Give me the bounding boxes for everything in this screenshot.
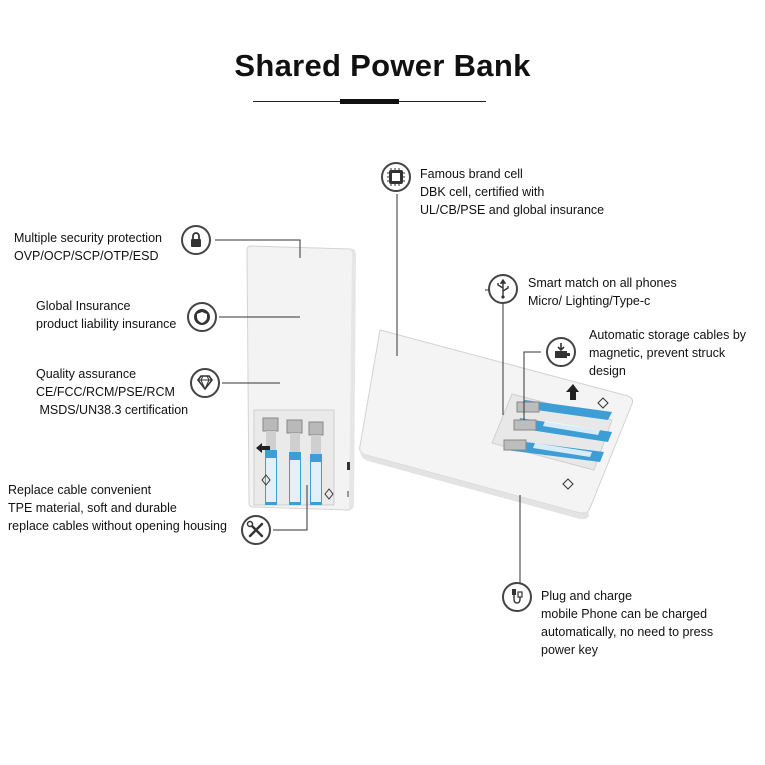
feature-charge-detail-2: automatically, no need to press: [541, 625, 714, 639]
chip-icon: [381, 162, 411, 192]
feature-charge-detail-3: power key: [541, 643, 598, 657]
feature-cable-title: Replace cable convenient: [8, 483, 152, 497]
shield-icon: [187, 302, 217, 332]
feature-match-text: Smart match on all phones Micro/ Lightin…: [528, 274, 677, 310]
magnet-icon: [546, 337, 576, 367]
feature-cable-material: TPE material, soft and durable: [8, 501, 177, 515]
feature-cell-title: Famous brand cell: [420, 167, 523, 181]
feature-quality-title: Quality assurance: [36, 367, 137, 381]
feature-security-title: Multiple security protection: [14, 231, 162, 245]
power-bank-standing: [246, 245, 356, 511]
title-divider-accent: [340, 99, 399, 104]
feature-cell-text: Famous brand cell DBK cell, certified wi…: [420, 165, 604, 219]
feature-cell-detail: UL/CB/PSE and global insurance: [420, 203, 605, 217]
feature-security-text: Multiple security protection OVP/OCP/SCP…: [14, 229, 162, 265]
plug-icon: [502, 582, 532, 612]
feature-storage-text: Automatic storage cables by magnetic, pr…: [589, 326, 746, 380]
diamond-icon: [190, 368, 220, 398]
lock-icon: [181, 225, 211, 255]
feature-match-detail: Micro/ Lighting/Type-c: [528, 294, 651, 308]
feature-insurance-title: Global Insurance: [36, 299, 131, 313]
feature-match-title: Smart match on all phones: [528, 276, 677, 290]
feature-storage-title: Automatic storage cables by: [589, 328, 747, 342]
feature-quality-text: Quality assurance CE/FCC/RCM/PSE/RCM MSD…: [36, 365, 188, 419]
feature-quality-detail: MSDS/UN38.3 certification: [36, 403, 189, 417]
feature-cell-brand: DBK cell, certified with: [420, 185, 545, 199]
feature-charge-text: Plug and charge mobile Phone can be char…: [541, 587, 713, 659]
feature-cable-text: Replace cable convenient TPE material, s…: [8, 481, 227, 535]
page-title: Shared Power Bank: [234, 48, 531, 83]
usb-icon: [488, 274, 518, 304]
feature-insurance-text: Global Insurance product liability insur…: [36, 297, 176, 333]
tools-icon: [241, 515, 271, 545]
feature-insurance-detail: product liability insurance: [36, 317, 177, 331]
feature-quality-certs: CE/FCC/RCM/PSE/RCM: [36, 385, 175, 399]
feature-charge-title: Plug and charge: [541, 589, 633, 603]
feature-charge-detail: mobile Phone can be charged: [541, 607, 708, 621]
feature-security-detail: OVP/OCP/SCP/OTP/ESD: [14, 249, 159, 263]
power-bank-lying: [359, 329, 633, 520]
feature-storage-detail: magnetic, prevent struck: [589, 346, 726, 360]
feature-cable-detail: replace cables without opening housing: [8, 519, 227, 533]
feature-storage-detail-2: design: [589, 364, 626, 378]
